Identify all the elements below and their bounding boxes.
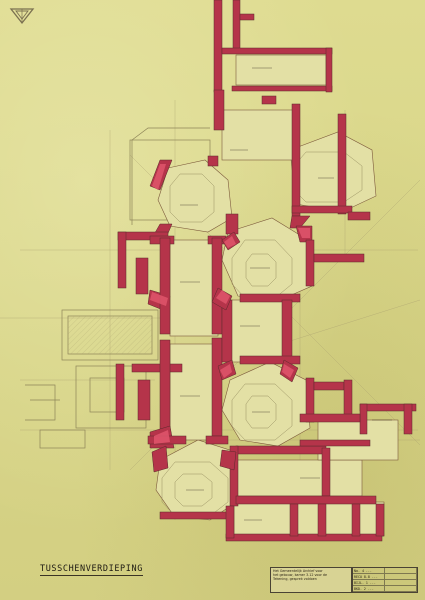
stamp-cell: RECU 8.8 ... — [353, 574, 385, 580]
stamp-cell: No. 4 ... — [353, 568, 385, 574]
stamp-cell: BKD. 2 ... — [353, 586, 385, 592]
hatched-stair — [68, 316, 152, 354]
walls — [115, 0, 417, 542]
stamp-cell — [385, 568, 417, 574]
stamp-cell: BIJL. 1 ... — [353, 580, 385, 586]
note-line: het gebouw, kamer 3.12 voor de — [273, 573, 327, 578]
stamp-table: No. 4 ... RECU 8.8 ... BIJL. 1 ... BKD. … — [352, 567, 418, 593]
monogram-logo — [9, 8, 35, 25]
room-fills — [155, 54, 399, 537]
drawing-title: TUSSCHENVERDIEPING — [40, 564, 143, 576]
note-box: Het Gemeentelijk Archief voor het gebouw… — [270, 567, 352, 593]
note-line: Tekening, gesprek voldoen — [273, 577, 317, 582]
stamp-cell — [385, 574, 417, 580]
stamp-cell — [385, 580, 417, 586]
note-line: Het Gemeentelijk Archief voor — [273, 569, 323, 573]
wall-highlights — [150, 164, 310, 444]
stamp-cell — [385, 586, 417, 592]
dimension-marks — [180, 67, 392, 521]
